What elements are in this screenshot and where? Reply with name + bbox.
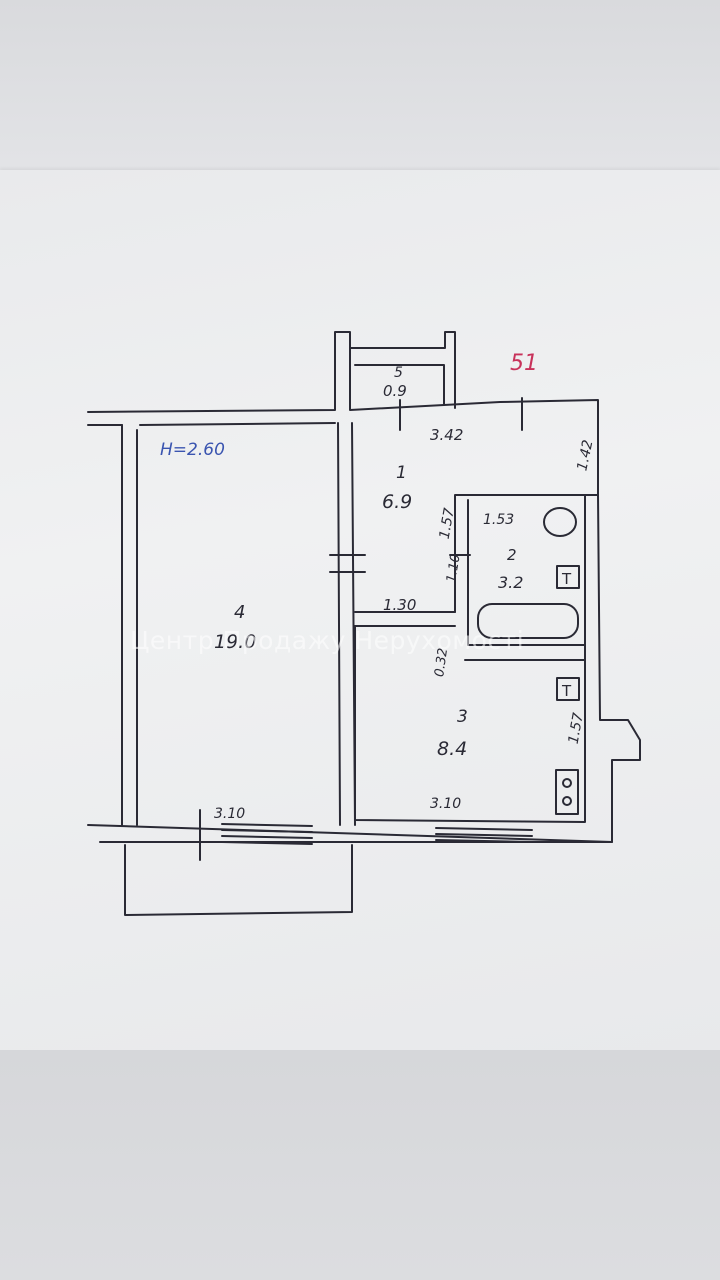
hall-bottom-wall: [354, 611, 456, 627]
door-ticks: [199, 397, 523, 861]
balcony-5: [349, 331, 456, 409]
room-1-area: 6.9: [382, 491, 412, 513]
room-5-area: 0.9: [383, 382, 407, 400]
room-2-area: 3.2: [498, 573, 523, 592]
bathtub: [477, 603, 579, 639]
ceiling-height: H=2.60: [160, 440, 225, 460]
stove: [555, 769, 579, 815]
dim-bath-top: 1.53: [483, 512, 514, 528]
room-1-number: 1: [396, 463, 407, 483]
tap-box-a: [556, 565, 580, 589]
dim-room4-bottom: 3.10: [214, 806, 245, 822]
wall-right: [584, 409, 641, 843]
apartment-number: 51: [510, 351, 538, 376]
dim-hall-right: 1.42: [574, 438, 596, 472]
dim-bath-side: 1.10: [444, 553, 464, 584]
kitchen-walls: [354, 625, 586, 823]
wall-center: [337, 422, 356, 826]
bath-walls: [454, 494, 586, 661]
balcony-bottom: [124, 844, 353, 916]
background-bottom: [0, 1050, 720, 1280]
room-3-area: 8.4: [437, 738, 467, 760]
background-top: [0, 0, 720, 200]
burner-2: [562, 796, 572, 806]
tap-label-b: T: [561, 682, 572, 700]
dim-room3-bottom: 3.10: [430, 796, 461, 812]
burner-1: [562, 778, 572, 788]
dim-kitchen-side: 1.57: [566, 712, 587, 746]
tap-box-b: [556, 677, 580, 701]
tap-label-a: T: [561, 570, 572, 588]
dim-hall-top: 3.42: [430, 426, 463, 444]
dim-hall-left: 1.57: [437, 507, 458, 541]
wall-left: [121, 424, 138, 826]
window-room4: [221, 823, 313, 845]
wall-bottom: [87, 824, 613, 843]
window-kitchen: [435, 827, 533, 843]
toilet: [543, 507, 577, 537]
wall-top: [87, 331, 599, 413]
dim-hall-bottom: 1.30: [383, 596, 416, 614]
room-4-area: 19.0: [214, 631, 256, 653]
room-4-number: 4: [234, 602, 245, 623]
room-3-number: 3: [457, 707, 468, 727]
dim-partition: 0.32: [432, 647, 451, 678]
room-2-number: 2: [507, 546, 517, 564]
wall-top-inner: [87, 422, 336, 426]
room-5-number: 5: [394, 365, 403, 381]
